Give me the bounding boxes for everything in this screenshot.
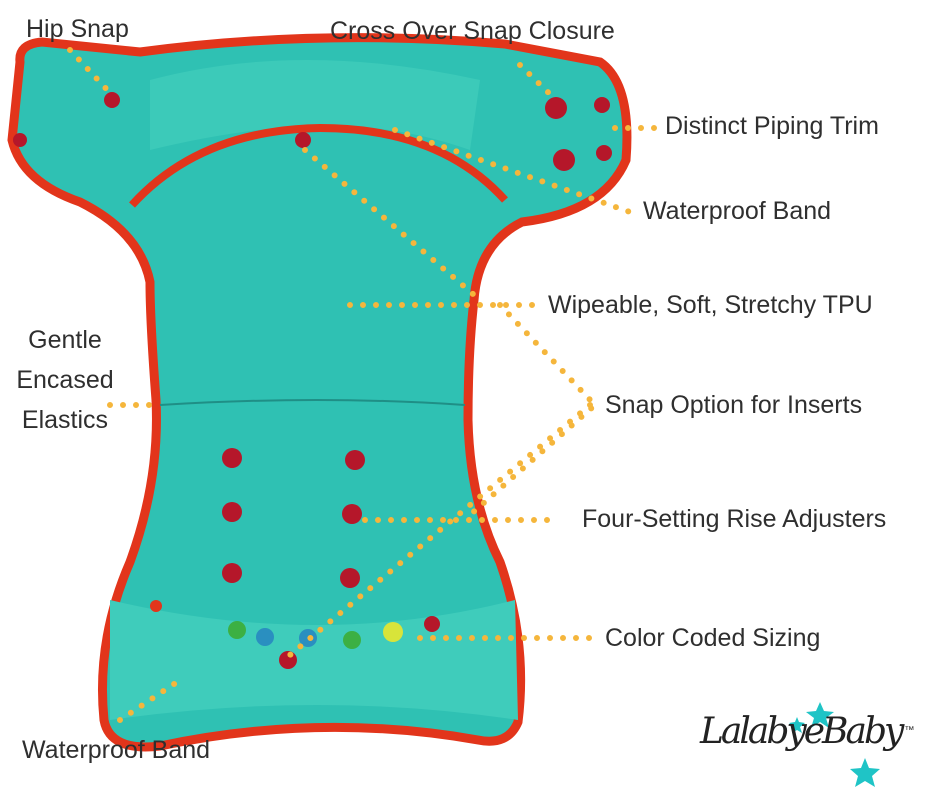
trademark: ™ (904, 725, 915, 736)
inner-waterproof-band-top (150, 60, 480, 150)
brand-logo: LalabyeBaby (700, 711, 904, 752)
label-snap-option-for-inserts: Snap Option for Inserts (605, 391, 863, 419)
leader-lines (67, 47, 663, 723)
label-color-coded-sizing: Color Coded Sizing (605, 624, 821, 652)
label-waterproof-band-bottom: Waterproof Band (22, 736, 211, 764)
label-hip-snap: Hip Snap (26, 15, 129, 43)
label-gentle-encased-elastics: Gentle Encased Elastics (10, 320, 120, 440)
brand-logo-group: LalabyeBaby ™ (700, 712, 914, 752)
label-distinct-piping-trim: Distinct Piping Trim (665, 112, 879, 140)
pocket-opening (159, 399, 466, 406)
diaper-body (7, 33, 632, 752)
label-line: Gentle (28, 326, 102, 354)
label-waterproof-band-top: Waterproof Band (643, 197, 832, 225)
back-piping (129, 123, 508, 208)
label-cross-over-snap-closure: Cross Over Snap Closure (330, 17, 615, 45)
label-line: Encased (16, 366, 114, 394)
inner-waterproof-band-bottom (110, 600, 518, 720)
label-line: Elastics (21, 406, 109, 434)
label-four-setting-rise-adjusters: Four-Setting Rise Adjusters (582, 505, 887, 533)
star-icons (789, 702, 880, 787)
label-tpu: Wipeable, Soft, Stretchy TPU (548, 291, 873, 319)
